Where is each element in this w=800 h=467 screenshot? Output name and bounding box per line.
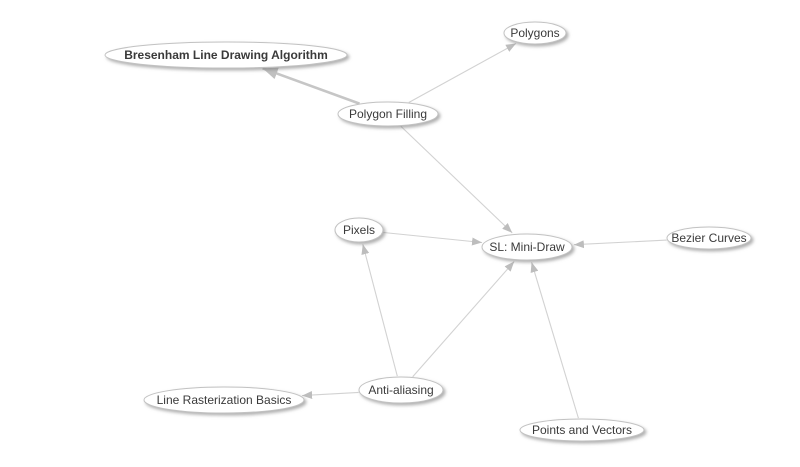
- edge-polygon-filling-to-polygons: [408, 43, 517, 103]
- node-pixels[interactable]: Pixels: [334, 217, 384, 243]
- node-ellipse-polygon-filling[interactable]: [337, 101, 439, 127]
- node-ellipse-sl-mini-draw[interactable]: [481, 233, 573, 261]
- node-ellipse-line-rasterization-basics[interactable]: [143, 386, 305, 414]
- node-ellipse-anti-aliasing[interactable]: [358, 376, 444, 404]
- edge-anti-aliasing-to-sl-mini-draw: [412, 261, 515, 378]
- edge-polygon-filling-to-sl-mini-draw: [400, 125, 513, 234]
- node-points-and-vectors[interactable]: Points and Vectors: [519, 418, 645, 442]
- node-ellipse-points-and-vectors[interactable]: [519, 418, 645, 442]
- node-polygons[interactable]: Polygons: [503, 21, 567, 45]
- edge-polygon-filling-to-bresenham-line-drawing-algorithm: [262, 67, 360, 105]
- node-ellipse-pixels[interactable]: [334, 217, 384, 243]
- edge-anti-aliasing-to-line-rasterization-basics: [302, 391, 359, 400]
- edge-anti-aliasing-to-pixels: [361, 244, 398, 377]
- node-polygon-filling[interactable]: Polygon Filling: [337, 101, 439, 127]
- nodes-layer: Bresenham Line Drawing Algorithm Polygons…: [104, 21, 752, 442]
- edge-bezier-curves-to-sl-mini-draw: [573, 239, 667, 249]
- node-anti-aliasing[interactable]: Anti-aliasing: [358, 376, 444, 404]
- node-sl-mini-draw[interactable]: SL: Mini-Draw: [481, 233, 573, 261]
- node-ellipse-polygons[interactable]: [503, 21, 567, 45]
- edges-layer: [262, 43, 667, 419]
- edge-pixels-to-sl-mini-draw: [383, 231, 483, 246]
- edge-points-and-vectors-to-sl-mini-draw: [530, 262, 579, 419]
- node-bezier-curves[interactable]: Bezier Curves: [666, 226, 752, 250]
- node-ellipse-bresenham-line-drawing-algorithm[interactable]: [104, 41, 348, 69]
- node-ellipse-bezier-curves[interactable]: [666, 226, 752, 250]
- node-bresenham-line-drawing-algorithm[interactable]: Bresenham Line Drawing Algorithm: [104, 41, 348, 69]
- node-line-rasterization-basics[interactable]: Line Rasterization Basics: [143, 386, 305, 414]
